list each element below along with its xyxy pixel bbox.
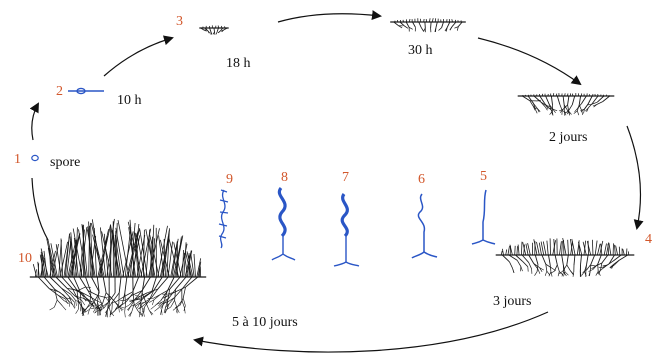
- spore-label: spore: [50, 155, 80, 170]
- arrow-3-to-30h: [278, 14, 380, 22]
- stage-10-number: 10: [18, 251, 32, 266]
- time-2-days-label: 2 jours: [549, 130, 588, 145]
- stage-1-number: 1: [14, 152, 21, 167]
- time-18h-label: 18 h: [226, 56, 251, 71]
- mycelium-3-days-icon: [496, 238, 635, 277]
- mycelium-18h-icon: [199, 25, 228, 34]
- arrow-10-to-1: [32, 178, 48, 240]
- conidiophore-5-icon: [472, 190, 495, 244]
- time-30h-label: 30 h: [408, 43, 433, 58]
- conidiophore-9-number: 9: [226, 172, 233, 187]
- stage-4-number: 4: [645, 232, 652, 247]
- arrow-30h-to-2j: [478, 38, 580, 84]
- mycelium-30h-icon: [390, 18, 466, 32]
- time-10h-label: 10 h: [117, 93, 142, 108]
- conidiophore-5-number: 5: [480, 169, 487, 184]
- spore-icon: [32, 155, 38, 160]
- germ-tube-icon: [68, 88, 104, 93]
- conidiophore-6-number: 6: [418, 172, 425, 187]
- conidiophore-8-icon: [272, 188, 295, 260]
- colony-5-to-10-days-icon: [30, 219, 206, 318]
- mycelium-2-days-icon: [518, 93, 615, 116]
- arrow-2-to-3: [104, 38, 172, 76]
- conidiophore-6-icon: [412, 194, 437, 258]
- conidiophore-8-number: 8: [281, 170, 288, 185]
- time-5-to-10-days-label: 5 à 10 jours: [232, 315, 298, 330]
- conidiophore-9-icon: [219, 190, 228, 248]
- arrow-2j-to-3j: [627, 126, 640, 228]
- arrow-1-to-2: [32, 104, 38, 140]
- conidiophore-7-icon: [334, 194, 359, 266]
- conidiophore-7-number: 7: [342, 170, 349, 185]
- stage-2-number: 2: [56, 84, 63, 99]
- stage-3-number: 3: [176, 14, 183, 29]
- time-3-days-label: 3 jours: [493, 294, 532, 309]
